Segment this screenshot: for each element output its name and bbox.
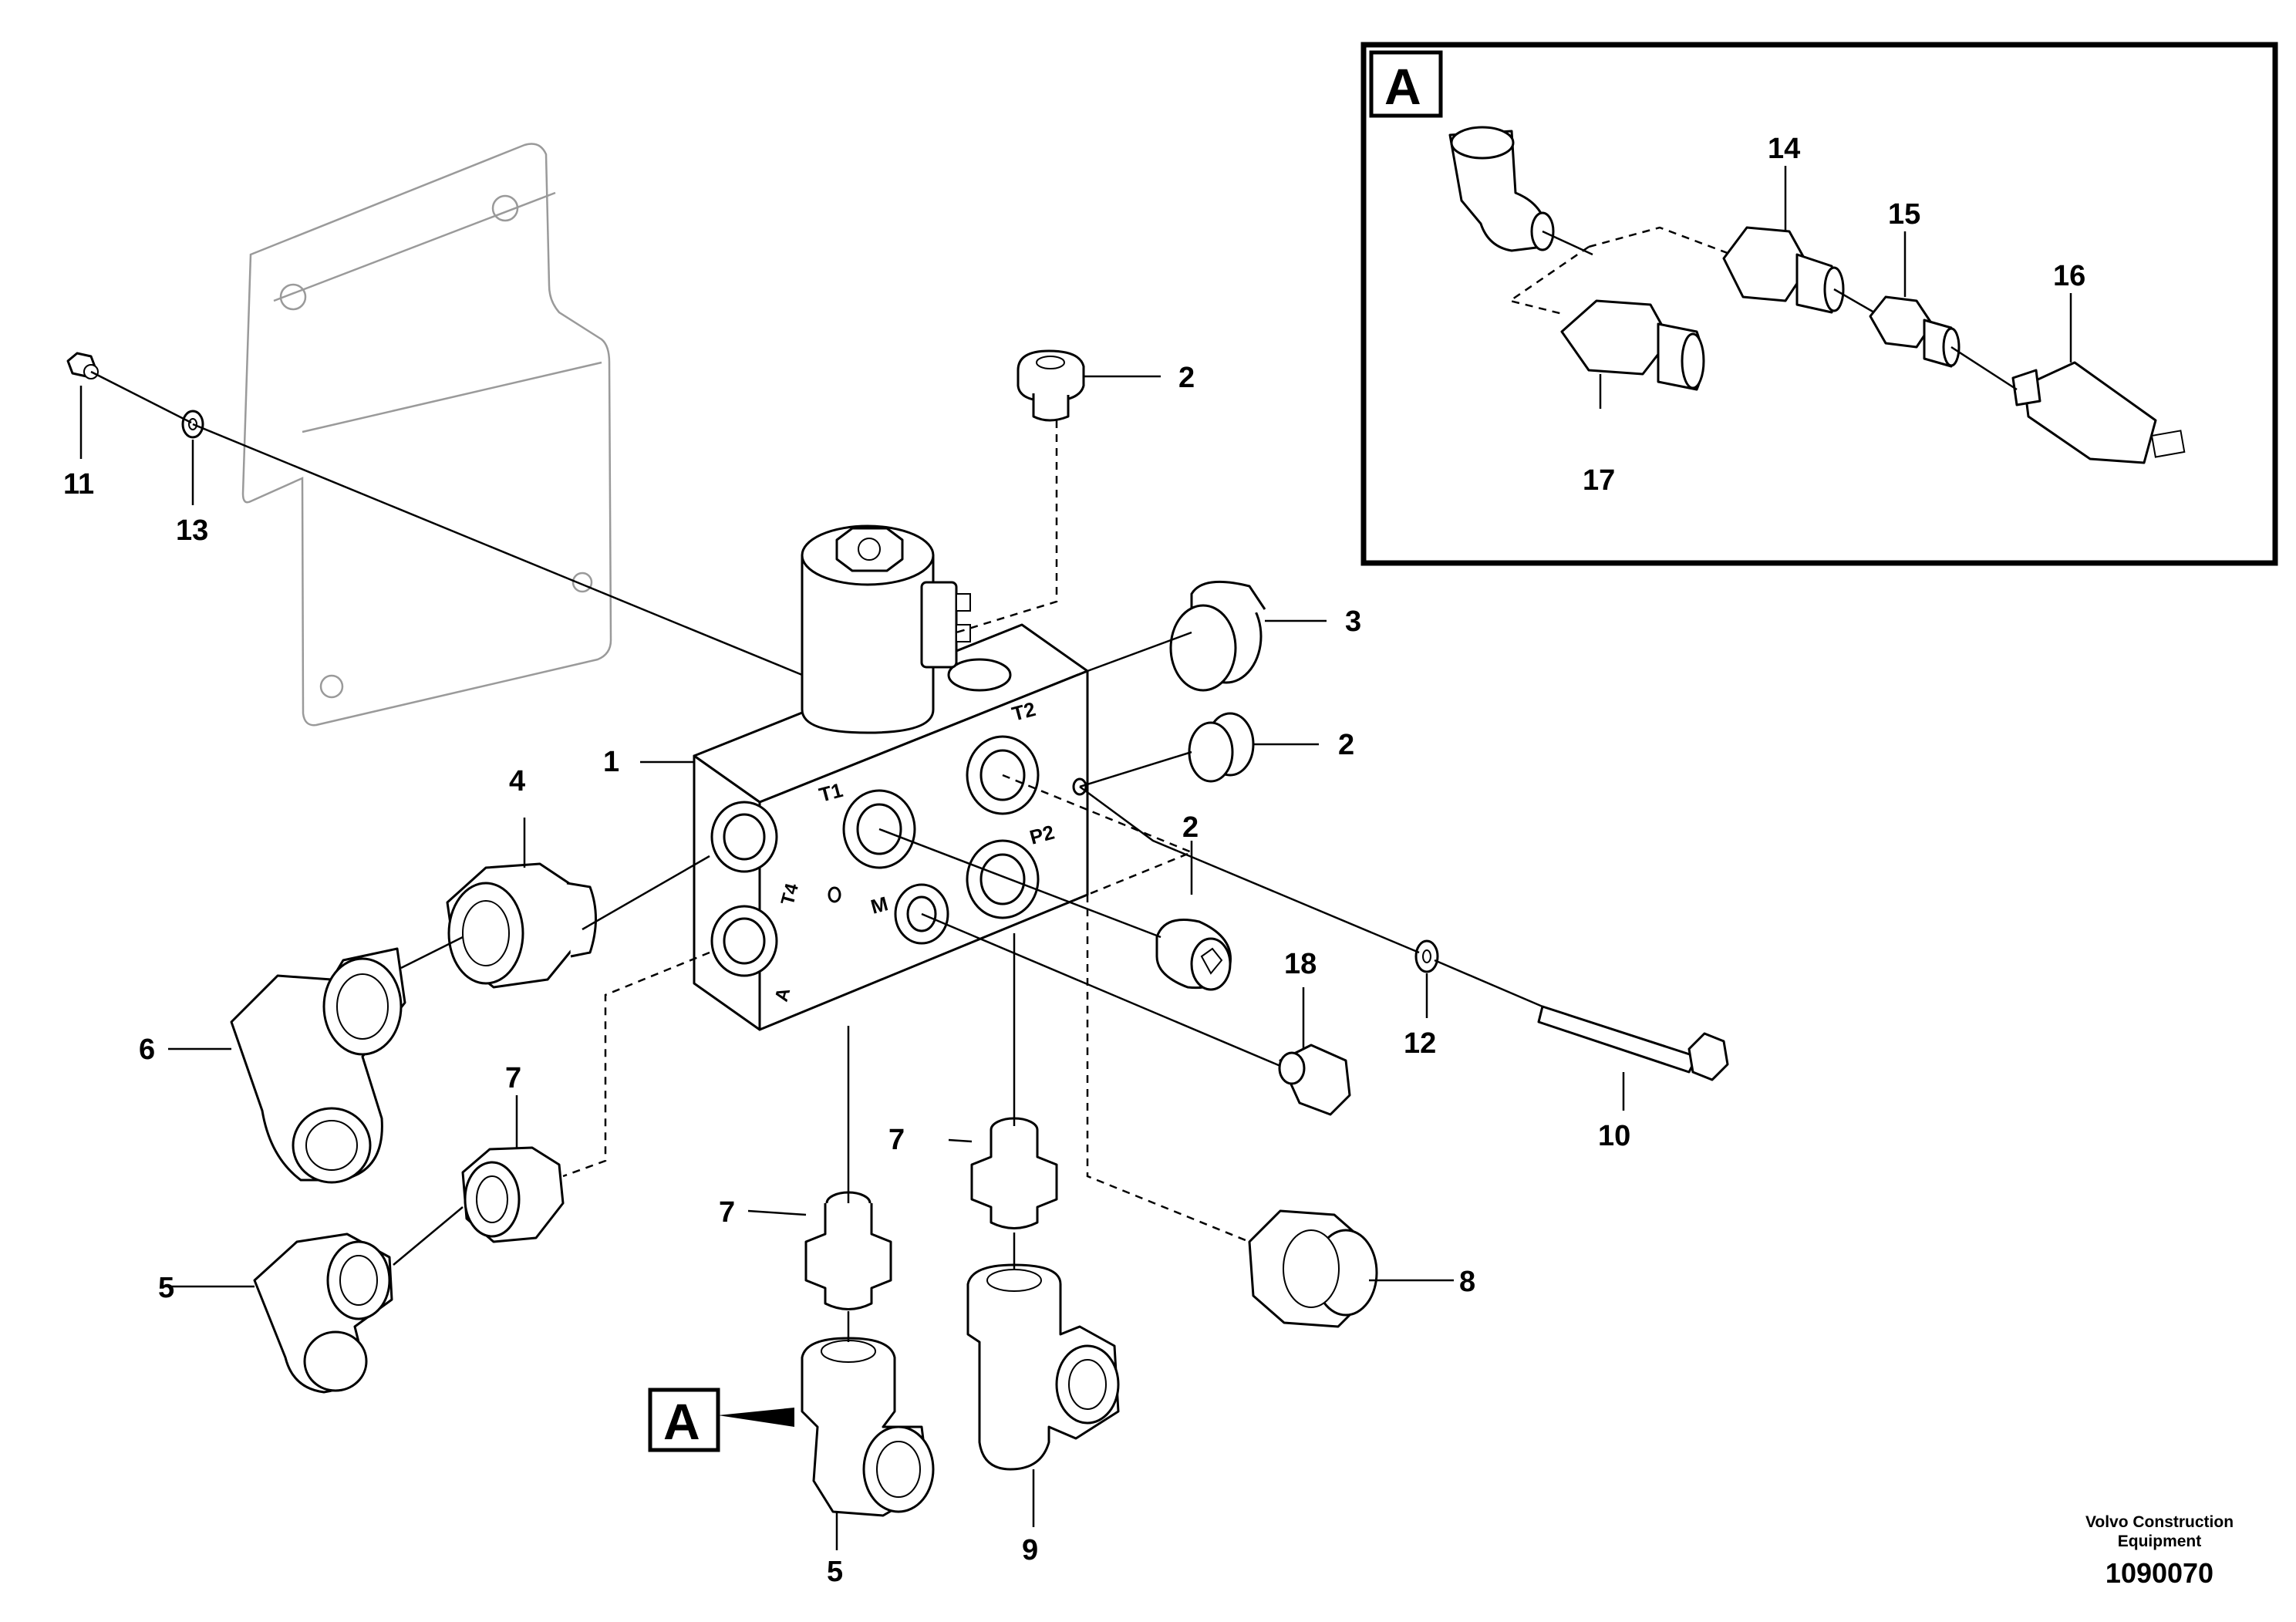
adapter-4 <box>446 862 597 989</box>
detail-box-a: A <box>1360 42 2278 566</box>
callout-7-center: 7 <box>719 1196 735 1229</box>
detail-ref-letter: A <box>663 1393 700 1450</box>
callout-2-mid: 2 <box>1182 811 1199 844</box>
callout-3: 3 <box>1345 605 1361 638</box>
callout-12: 12 <box>1404 1027 1436 1060</box>
adapter-7-center <box>804 1191 892 1310</box>
callout-13: 13 <box>176 514 208 547</box>
adapter-8 <box>1248 1209 1378 1328</box>
mounting-bracket <box>241 143 612 727</box>
nut-11 <box>66 352 99 379</box>
callout-9: 9 <box>1022 1534 1038 1566</box>
plug-2-right <box>1188 712 1255 783</box>
callout-4: 4 <box>509 765 525 798</box>
plug-18 <box>1278 1044 1351 1116</box>
plug-3 <box>1169 580 1266 692</box>
callout-7-right: 7 <box>888 1124 905 1156</box>
plug-2-top <box>1017 349 1085 422</box>
callout-17: 17 <box>1583 464 1615 497</box>
drawing-number: 1090070 <box>2106 1557 2213 1589</box>
elbow-6 <box>230 947 406 1184</box>
callout-5-center: 5 <box>827 1556 843 1588</box>
callout-8: 8 <box>1459 1266 1475 1298</box>
footer: Volvo Construction Equipment 1090070 <box>2085 1513 2234 1589</box>
callout-18: 18 <box>1284 948 1317 980</box>
tee-9 <box>966 1263 1120 1471</box>
callout-14: 14 <box>1768 133 1800 165</box>
adapter-7-right <box>970 1117 1058 1229</box>
callout-11: 11 <box>63 468 94 501</box>
screw-10 <box>1537 1005 1729 1081</box>
leader-lines <box>79 370 1625 1550</box>
washer-12 <box>1414 939 1439 973</box>
elbow-5-center <box>801 1337 935 1517</box>
port-label-a: A <box>771 986 795 1004</box>
callout-15: 15 <box>1888 198 1920 231</box>
brand-line-1: Volvo Construction <box>2085 1513 2234 1531</box>
callout-5-left: 5 <box>158 1272 174 1304</box>
callout-2-right: 2 <box>1338 729 1354 761</box>
callout-10: 10 <box>1598 1120 1630 1152</box>
plug-2-mid <box>1155 919 1232 991</box>
callout-numbers: 1 2 2 2 3 4 5 5 6 7 7 7 8 9 10 11 12 13 … <box>63 133 2085 1588</box>
callout-7-left: 7 <box>505 1062 521 1094</box>
callout-2-top: 2 <box>1178 362 1195 394</box>
detail-box-letter: A <box>1384 58 1421 115</box>
detail-ref-a: A <box>648 1388 794 1452</box>
elbow-5-left <box>253 1233 393 1394</box>
solenoid-coil <box>801 524 971 734</box>
callout-1: 1 <box>603 746 619 778</box>
brand-line-2: Equipment <box>2118 1533 2202 1550</box>
callout-6: 6 <box>139 1034 155 1066</box>
adapter-7-left <box>461 1146 565 1243</box>
callout-16: 16 <box>2053 260 2085 292</box>
